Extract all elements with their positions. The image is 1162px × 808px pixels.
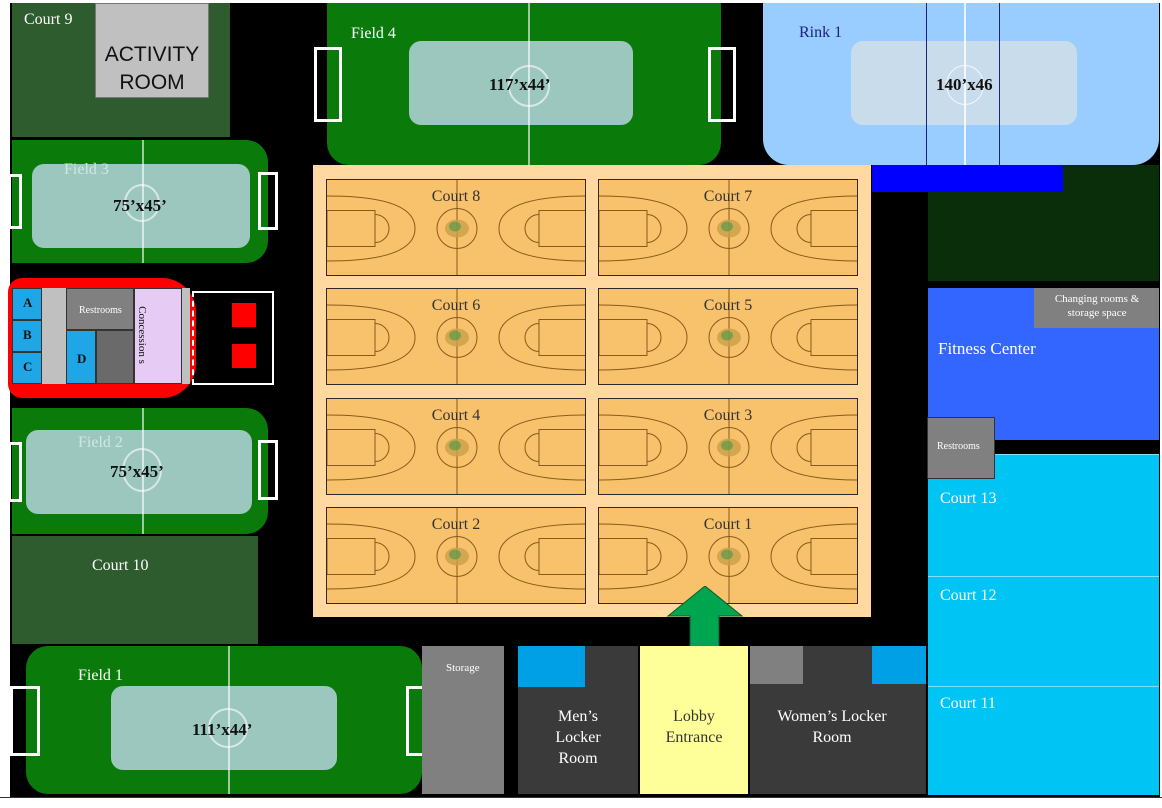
- field-2-label: Field 2: [78, 434, 123, 451]
- bottom-border: [0, 797, 1162, 798]
- court-markings: [327, 508, 585, 603]
- court-markings: [327, 289, 585, 384]
- storage-room[interactable]: Storage: [422, 646, 504, 794]
- rink-bench-blue-overlay: [928, 165, 1063, 192]
- field-2[interactable]: Field 2 75’x45’: [8, 408, 278, 534]
- court-markings: [599, 180, 857, 275]
- basketball-court-7[interactable]: Court 2: [326, 507, 586, 604]
- concession-storage: [96, 330, 134, 384]
- basketball-court-2[interactable]: Court 7: [598, 179, 858, 276]
- court-markings: [327, 399, 585, 494]
- concession-area[interactable]: A B C Restrooms D Concession s: [8, 278, 196, 398]
- lobby-line2: Entrance: [665, 729, 723, 746]
- womens-locker-line1: Women’s Locker: [777, 708, 887, 725]
- field-3-goal-right: [258, 172, 278, 230]
- womens-locker-room[interactable]: Women’s Locker Room: [750, 646, 926, 794]
- court-markings: [327, 180, 585, 275]
- field-1[interactable]: Field 1 111’x44’: [10, 646, 430, 794]
- lobby-line1: Lobby: [673, 708, 715, 725]
- field-2-goal-right: [258, 440, 278, 500]
- field-3-center-circle: [124, 184, 160, 222]
- field-2-dimensions: 75’x45’: [110, 462, 164, 481]
- stall-b[interactable]: B: [12, 320, 42, 352]
- mens-locker-line2: Locker: [555, 729, 601, 746]
- stall-d[interactable]: D: [66, 330, 96, 384]
- rink-1-label: Rink 1: [799, 24, 843, 41]
- field-3-dimensions: 75’x45’: [113, 196, 167, 215]
- activity-room-line1: ACTIVITY: [104, 43, 200, 66]
- field-4[interactable]: Field 4 117’x44’: [314, 3, 736, 165]
- court-label: Court 1: [703, 516, 753, 533]
- stall-a[interactable]: A: [12, 288, 42, 320]
- mens-locker-line3: Room: [558, 750, 598, 767]
- court-label: Court 7: [703, 188, 753, 205]
- court-label: Court 6: [431, 297, 481, 314]
- rink-1-blue-line-right: [999, 3, 1000, 165]
- field-4-dimensions: 117’x44’: [489, 75, 551, 94]
- field-3-label: Field 3: [64, 161, 109, 178]
- court-9[interactable]: Court 9 ACTIVITY ROOM: [12, 3, 230, 137]
- concessions-stand[interactable]: Concession s: [134, 288, 182, 384]
- rink-1-blue-line-left: [926, 3, 927, 165]
- table-1: [232, 303, 256, 327]
- womens-locker-fixture-blue: [872, 646, 926, 684]
- court-13-label: Court 13: [940, 490, 997, 507]
- court-10-label: Court 10: [92, 557, 149, 574]
- activity-room-line2: ROOM: [119, 71, 185, 94]
- field-3[interactable]: Field 3 75’x45’: [8, 140, 278, 263]
- court-markings: [599, 399, 857, 494]
- basketball-court-3[interactable]: Court 6: [326, 288, 586, 385]
- storage-label: Storage: [446, 662, 480, 674]
- mens-locker-room[interactable]: Men’s Locker Room: [518, 646, 638, 794]
- field-1-label: Field 1: [78, 667, 123, 684]
- court-12[interactable]: Court 12: [928, 576, 1159, 687]
- court-10[interactable]: Court 10: [12, 536, 258, 644]
- activity-room[interactable]: ACTIVITY ROOM: [95, 3, 209, 98]
- rink-1-center-circle: [946, 65, 984, 105]
- field-4-goal-right: [708, 47, 736, 122]
- field-1-goal-left: [10, 686, 40, 756]
- concession-restrooms[interactable]: Restrooms: [66, 288, 134, 330]
- restrooms-east[interactable]: Restrooms: [927, 417, 995, 479]
- field-1-center-circle: [208, 708, 248, 748]
- changing-rooms[interactable]: Changing rooms & storage space: [1034, 288, 1159, 328]
- field-4-label: Field 4: [351, 25, 396, 42]
- lobby-entrance[interactable]: Lobby Entrance: [640, 646, 748, 794]
- table-2: [232, 344, 256, 368]
- court-12-label: Court 12: [940, 587, 997, 604]
- basketball-court-4[interactable]: Court 5: [598, 288, 858, 385]
- court-11[interactable]: Court 11: [928, 686, 1159, 795]
- mens-locker-fixture: [518, 646, 585, 687]
- field-4-center-circle: [508, 65, 550, 107]
- field-2-center-circle: [122, 448, 162, 492]
- womens-locker-line2: Room: [812, 729, 852, 746]
- basketball-court-5[interactable]: Court 4: [326, 398, 586, 495]
- field-4-goal-left: [314, 47, 342, 122]
- stall-c[interactable]: C: [12, 352, 42, 384]
- changing-rooms-label: Changing rooms & storage space: [1054, 293, 1140, 319]
- basketball-court-8[interactable]: Court 1: [598, 507, 858, 604]
- basketball-court-6[interactable]: Court 3: [598, 398, 858, 495]
- fitness-center-label: Fitness Center: [938, 339, 1036, 358]
- field-3-goal-left: [8, 174, 22, 229]
- seating-outline: [192, 291, 274, 385]
- court-label: Court 4: [431, 407, 481, 424]
- court-label: Court 2: [431, 516, 481, 533]
- mens-locker-line1: Men’s: [558, 708, 598, 725]
- rink-1-dimensions: 140’x46: [936, 75, 993, 94]
- court-9-label: Court 9: [24, 11, 73, 28]
- court-markings: [599, 289, 857, 384]
- field-2-goal-left: [8, 442, 22, 502]
- court-label: Court 5: [703, 297, 753, 314]
- court-11-label: Court 11: [940, 695, 996, 712]
- court-label: Court 8: [431, 188, 481, 205]
- court-label: Court 3: [703, 407, 753, 424]
- field-1-dimensions: 111’x44’: [192, 720, 253, 739]
- court-markings: [599, 508, 857, 603]
- basketball-court-1[interactable]: Court 8: [326, 179, 586, 276]
- rink-1[interactable]: Rink 1 140’x46: [763, 3, 1159, 165]
- restrooms-east-label: Restrooms: [937, 441, 980, 452]
- womens-locker-fixture-grey: [750, 646, 803, 684]
